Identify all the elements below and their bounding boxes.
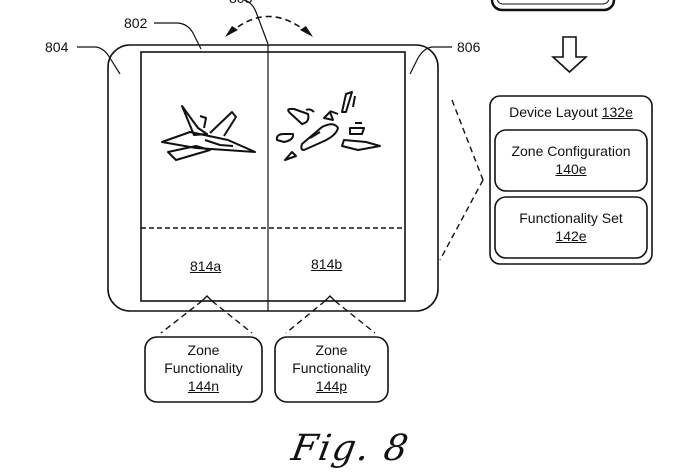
ref-label-802: 802 — [124, 15, 148, 31]
zone-functionality-p-ref: 144p — [315, 378, 348, 394]
fighter-jet-intact-icon — [161, 105, 256, 161]
callout-line — [160, 300, 203, 334]
zone-functionality-n-line1: Zone — [187, 342, 220, 358]
double-curved-arrow-icon — [225, 15, 313, 37]
leader-804 — [77, 46, 121, 75]
zone-functionality-box-p — [274, 336, 389, 403]
fighter-jet-exploded-icon — [275, 91, 381, 161]
ref-label-806: 806 — [457, 39, 481, 55]
ref-label-804: 804 — [45, 39, 69, 55]
callout-line — [334, 300, 376, 334]
zone-functionality-n-line2: Functionality — [164, 360, 243, 376]
zone-functionality-p-line2: Functionality — [292, 360, 371, 376]
leader-802 — [154, 22, 202, 50]
device-layout-title-text: Device Layout — [509, 104, 598, 120]
callout-line — [211, 300, 253, 334]
leader-808 — [243, 0, 269, 45]
leader-806 — [409, 46, 452, 75]
zone-label-814a: 814a — [190, 258, 222, 274]
ref-label-808: 808 — [229, 0, 252, 6]
device-housing — [107, 44, 439, 312]
device-layout-ref: 132e — [601, 104, 633, 120]
callout-line — [285, 300, 326, 334]
zone-functionality-p-line1: Zone — [315, 342, 348, 358]
zone-functionality-n-text: Zone Functionality 144n — [145, 341, 262, 395]
zone-a-marker — [201, 295, 213, 302]
zone-configuration-ref: 140e — [555, 161, 587, 177]
zone-functionality-n-ref: 144n — [187, 378, 220, 394]
zone-configuration-title: Zone Configuration — [511, 143, 631, 159]
callout-line — [451, 99, 484, 181]
functionality-set-text: Functionality Set 142e — [495, 209, 647, 245]
zone-functionality-box-n — [144, 336, 263, 403]
device-display — [140, 51, 406, 302]
previous-step-inner-box — [496, 0, 610, 5]
functionality-set-ref: 142e — [555, 228, 587, 244]
zone-configuration-text: Zone Configuration 140e — [495, 142, 647, 178]
functionality-set-title: Functionality Set — [519, 210, 623, 226]
down-arrow-icon — [550, 36, 589, 74]
previous-step-box — [490, 0, 616, 12]
device-layout-box — [489, 95, 653, 265]
functionality-set-box — [494, 196, 648, 259]
callout-line — [439, 179, 484, 261]
figure-caption: Fig. 8 — [288, 428, 413, 469]
zone-label-814b: 814b — [311, 256, 343, 272]
zone-b-marker — [324, 295, 336, 302]
zone-configuration-box — [494, 129, 648, 192]
zone-functionality-p-text: Zone Functionality 144p — [275, 341, 388, 395]
device-layout-title: Device Layout 132e — [490, 103, 652, 121]
